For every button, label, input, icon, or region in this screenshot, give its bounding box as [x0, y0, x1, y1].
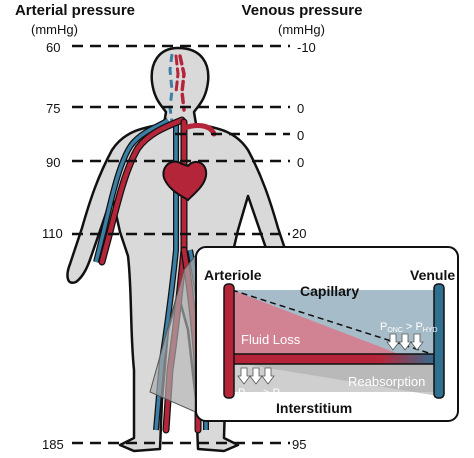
interstitium-label: Interstitium [276, 400, 352, 416]
venous-level-2: 0 [297, 101, 305, 116]
arterial-pressure-title: Arterial pressure [14, 2, 136, 19]
capillary-inset: Arteriole Venule Capillary Fluid Loss Re… [195, 246, 459, 422]
arterial-level-4: 90 [46, 155, 61, 170]
onc-arrows [386, 333, 424, 351]
venous-level-5: 20 [292, 226, 307, 241]
arterial-level-6: 185 [42, 437, 64, 452]
arteriole-vessel [223, 283, 235, 399]
venule-vessel [433, 283, 445, 399]
heart [162, 160, 208, 202]
reabsorption-label: Reabsorption [348, 374, 425, 389]
arterial-level-1: 60 [46, 40, 61, 55]
fluid-loss-label: Fluid Loss [241, 332, 301, 347]
arterial-level-5: 110 [42, 226, 63, 241]
capillary-label: Capillary [300, 283, 359, 299]
onc-gt-hyd-label: PONC > PHYD [380, 321, 438, 334]
pressure-level-lines [72, 44, 290, 445]
venous-level-3: 0 [297, 128, 305, 143]
venous-pressure-title: Venous pressure [241, 2, 363, 19]
arterial-pressure-unit: (mmHg) [31, 22, 78, 37]
hyd-arrows [237, 367, 275, 385]
venous-pressure-unit: (mmHg) [278, 22, 325, 37]
venule-label: Venule [410, 267, 455, 283]
hyd-gt-onc-label: PHYD > PONC [238, 387, 296, 400]
arterial-level-2: 75 [46, 101, 61, 116]
arteriole-label: Arteriole [204, 267, 262, 283]
venous-level-6: 95 [292, 437, 307, 452]
venous-level-4: 0 [297, 155, 305, 170]
venous-level-1: -10 [297, 40, 316, 55]
